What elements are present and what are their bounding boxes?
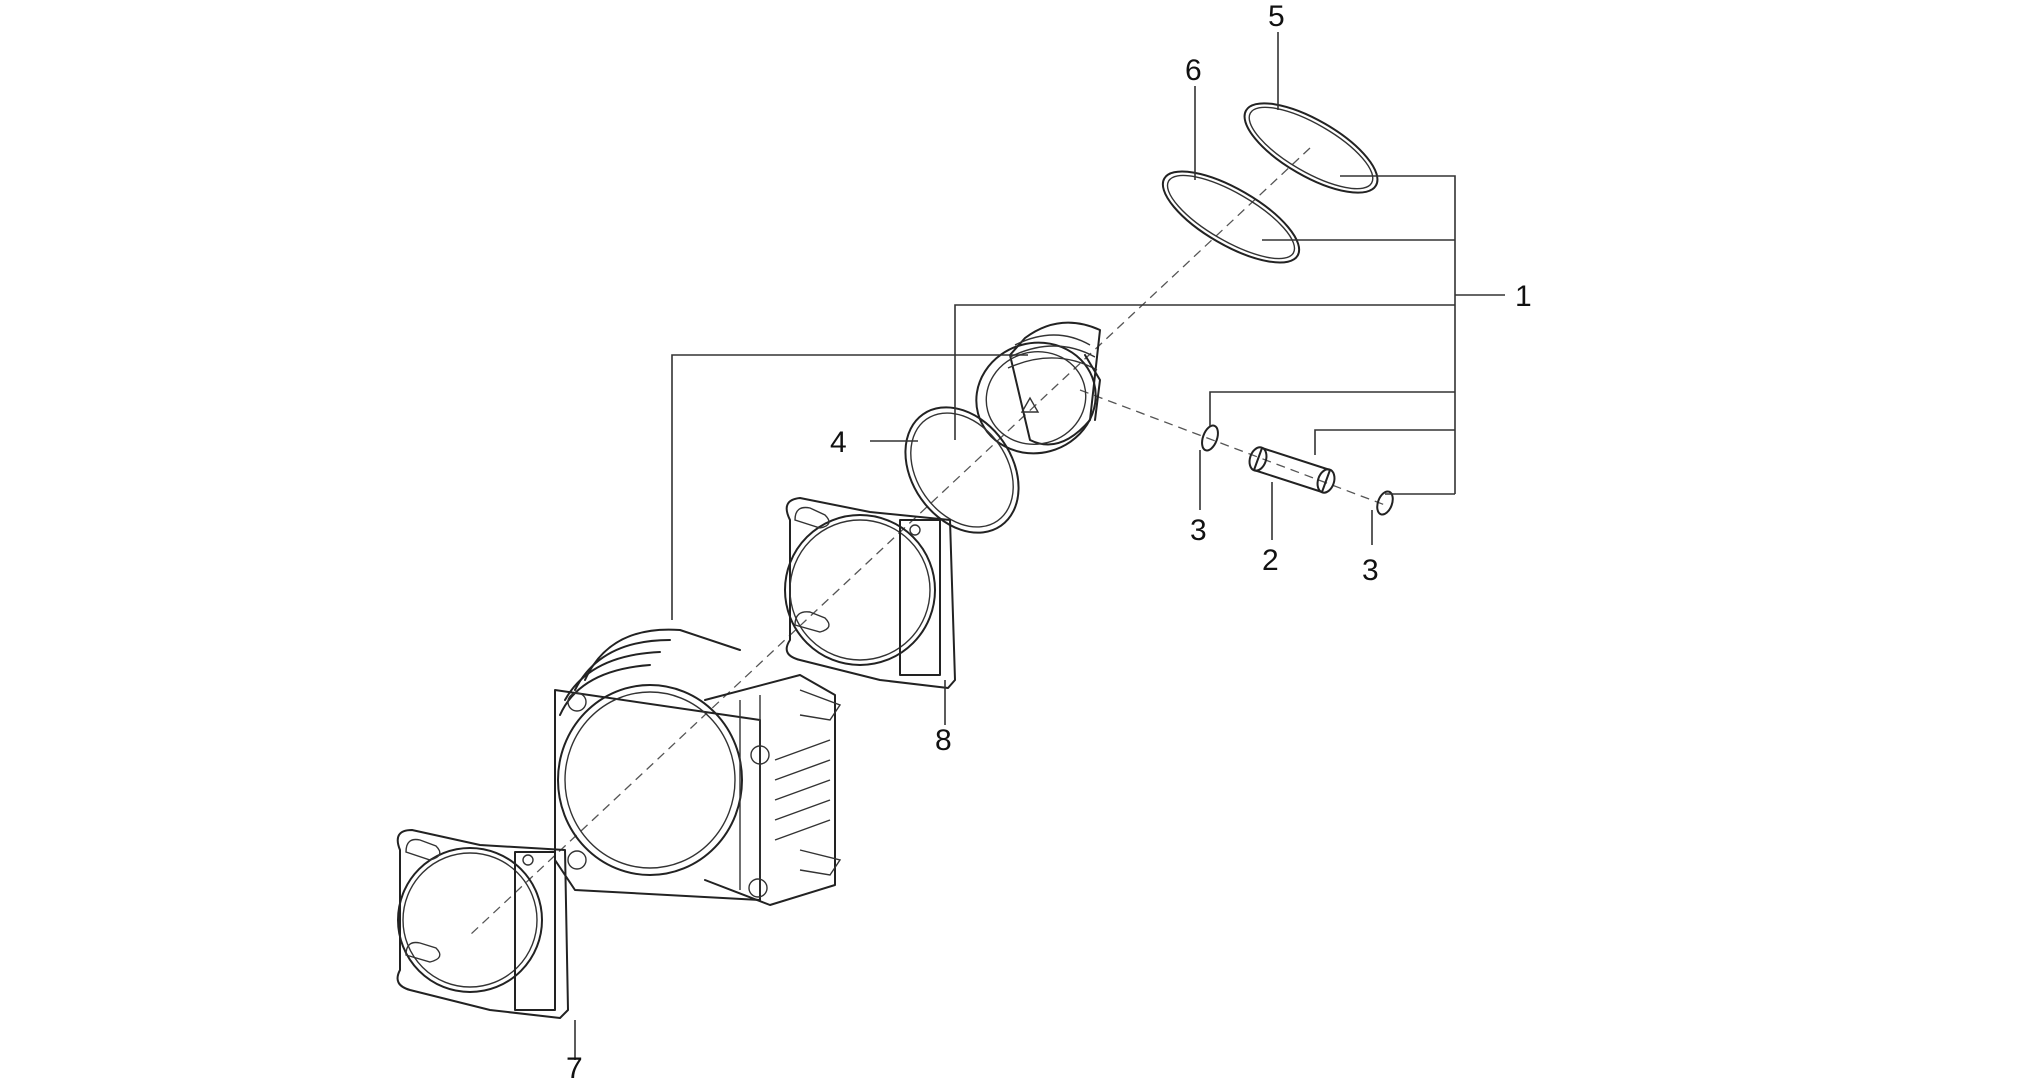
callout-5: 5: [1268, 0, 1285, 33]
circlip-3-right[interactable]: [1374, 489, 1395, 516]
head-gasket-8[interactable]: [784, 497, 956, 689]
piston-ring-6[interactable]: [1150, 154, 1311, 279]
callout-3-right: 3: [1362, 554, 1379, 587]
callout-6: 6: [1185, 54, 1202, 87]
cylinder-block[interactable]: [554, 628, 842, 906]
circlip-3-left[interactable]: [1199, 423, 1221, 452]
base-gasket-7[interactable]: [396, 829, 569, 1019]
callout-1: 1: [1515, 280, 1532, 313]
callout-4: 4: [830, 426, 847, 459]
piston-pin-2[interactable]: [1247, 445, 1338, 495]
piston-ring-4[interactable]: [882, 386, 1042, 555]
callout-7: 7: [566, 1052, 583, 1081]
callout-3-left: 3: [1190, 514, 1207, 547]
callout-labels: 1 2 3 3 4 5 6 7 8: [566, 0, 1532, 1081]
assembly-axis: [469, 147, 1311, 936]
callout-8: 8: [935, 724, 952, 757]
pin-axis: [1079, 389, 1386, 506]
callout-2: 2: [1262, 544, 1279, 577]
leader-lines: [574, 32, 1505, 1060]
piston-ring-5[interactable]: [1232, 86, 1390, 209]
piston[interactable]: [964, 321, 1108, 467]
